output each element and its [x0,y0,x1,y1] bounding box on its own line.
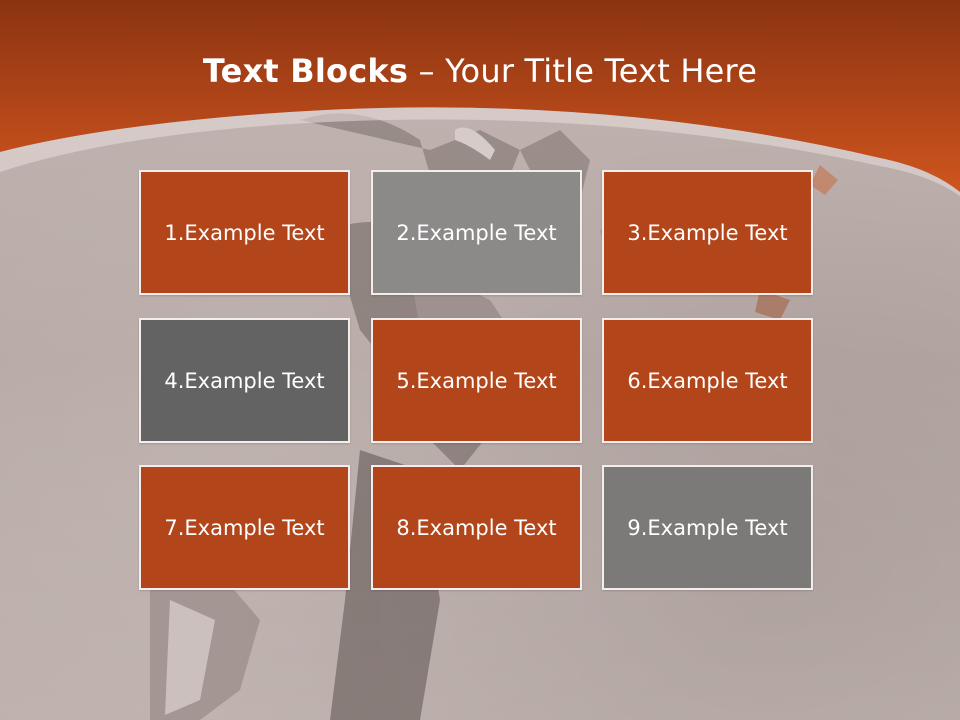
text-block-9: 9.Example Text [602,465,813,590]
text-block-label: 6.Example Text [627,368,788,393]
text-block-4: 4.Example Text [139,318,350,443]
text-block-3: 3.Example Text [602,170,813,295]
title-dash: – [408,52,446,90]
text-block-label: 3.Example Text [627,220,788,245]
text-block-label: 4.Example Text [164,368,325,393]
text-block-label: 7.Example Text [164,515,325,540]
text-block-label: 5.Example Text [396,368,557,393]
text-block-5: 5.Example Text [371,318,582,443]
text-block-label: 1.Example Text [164,220,325,245]
text-block-6: 6.Example Text [602,318,813,443]
text-block-label: 8.Example Text [396,515,557,540]
text-block-7: 7.Example Text [139,465,350,590]
title-bold: Text Blocks [202,52,409,90]
text-blocks-grid: 1.Example Text 2.Example Text 3.Example … [139,170,815,594]
header-band [0,0,960,196]
page-title: Text Blocks – Your Title Text Here [0,52,960,90]
title-regular: Your Title Text Here [445,52,758,90]
text-block-label: 2.Example Text [396,220,557,245]
text-block-2: 2.Example Text [371,170,582,295]
text-block-8: 8.Example Text [371,465,582,590]
text-block-label: 9.Example Text [627,515,788,540]
text-block-1: 1.Example Text [139,170,350,295]
